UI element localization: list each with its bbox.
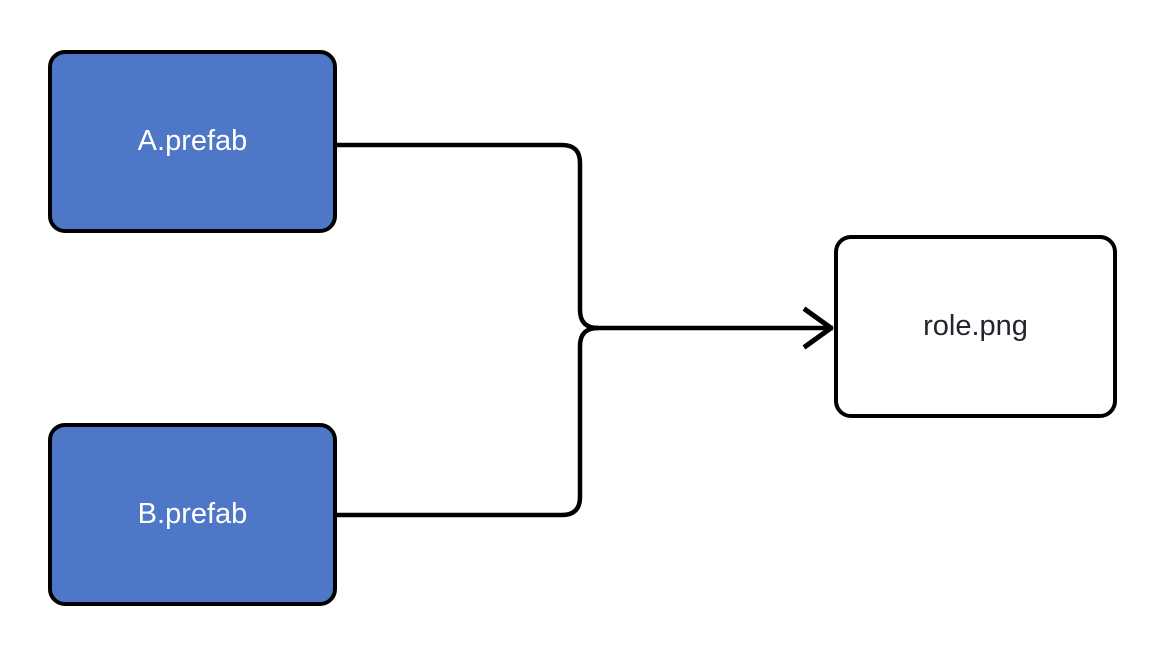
edge-a-to-role-path <box>337 142 599 331</box>
node-b-prefab-label: B.prefab <box>137 497 248 530</box>
node-a-prefab[interactable]: A.prefab <box>48 50 337 233</box>
node-role-png-label: role.png <box>923 309 1028 342</box>
node-b-prefab[interactable]: B.prefab <box>48 423 337 606</box>
edge-b-to-role-path <box>337 325 599 518</box>
node-a-prefab-label: A.prefab <box>137 124 248 157</box>
arrowhead-icon <box>802 306 834 350</box>
node-role-png[interactable]: role.png <box>834 235 1117 418</box>
